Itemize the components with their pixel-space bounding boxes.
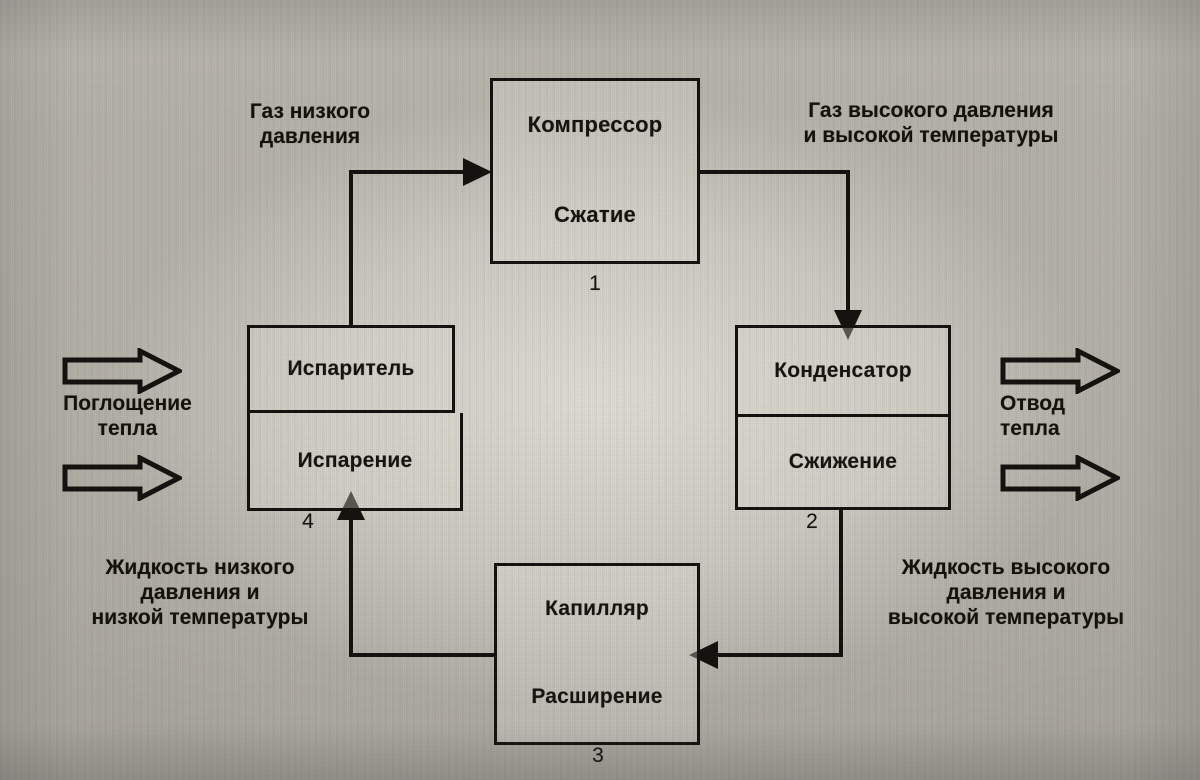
evaporator-name: Испаритель (287, 357, 415, 380)
wire-condenser-to-capillary (706, 508, 843, 657)
heat-absorption-arrow-bottom (62, 455, 182, 501)
condenser-name-cell: Конденсатор (738, 328, 948, 414)
condenser-number: 2 (806, 510, 818, 533)
condenser-name: Конденсатор (774, 359, 912, 382)
arrowhead-into-compressor (463, 158, 492, 186)
compressor-name: Компрессор (527, 112, 663, 137)
label-low-pressure-gas: Газ низкого давления (249, 100, 371, 149)
heat-rejection-arrow-top (1000, 348, 1120, 394)
node-condenser[interactable]: Конденсатор (735, 325, 951, 417)
node-condenser-process[interactable]: Сжижение (735, 417, 951, 510)
evaporator-process-cell: Испарение (250, 413, 460, 508)
capillary-name-cell: Капилляр (497, 566, 697, 652)
compressor-process-cell: Сжатие (493, 169, 697, 261)
node-capillary[interactable]: Капилляр Расширение (494, 563, 700, 745)
capillary-number: 3 (592, 744, 604, 767)
node-evaporator-process[interactable]: Испарение (247, 413, 463, 511)
compressor-name-cell: Компрессор (493, 81, 697, 169)
arrowhead-into-evaporator (337, 491, 365, 520)
label-high-pressure-gas: Газ высокого давления и высокой температ… (803, 99, 1059, 148)
node-evaporator[interactable]: Испаритель (247, 325, 455, 413)
wire-capillary-to-evaporator (349, 514, 497, 657)
node-compressor[interactable]: Компрессор Сжатие (490, 78, 700, 264)
evaporator-name-cell: Испаритель (250, 328, 452, 410)
label-high-pressure-liquid: Жидкость высокого давления и высокой тем… (887, 556, 1125, 630)
label-low-pressure-liquid: Жидкость низкого давления и низкой темпе… (91, 556, 309, 630)
wire-evaporator-to-compressor (349, 170, 481, 327)
arrowhead-into-capillary (689, 641, 718, 669)
capillary-process-cell: Расширение (497, 652, 697, 742)
evaporator-number: 4 (302, 510, 314, 533)
capillary-name: Капилляр (545, 597, 649, 620)
compressor-number: 1 (589, 272, 601, 295)
evaporator-process: Испарение (297, 448, 413, 472)
heat-absorption-arrow-top (62, 348, 182, 394)
heat-rejection-arrow-bottom (1000, 455, 1120, 501)
wire-compressor-to-condenser (700, 170, 850, 322)
label-heat-rejection: Отвод тепла (1000, 392, 1066, 440)
condenser-process: Сжижение (788, 450, 898, 473)
compressor-process: Сжатие (554, 202, 636, 227)
label-heat-absorption: Поглощение тепла (63, 392, 192, 440)
condenser-process-cell: Сжижение (738, 417, 948, 507)
capillary-process: Расширение (531, 685, 663, 708)
